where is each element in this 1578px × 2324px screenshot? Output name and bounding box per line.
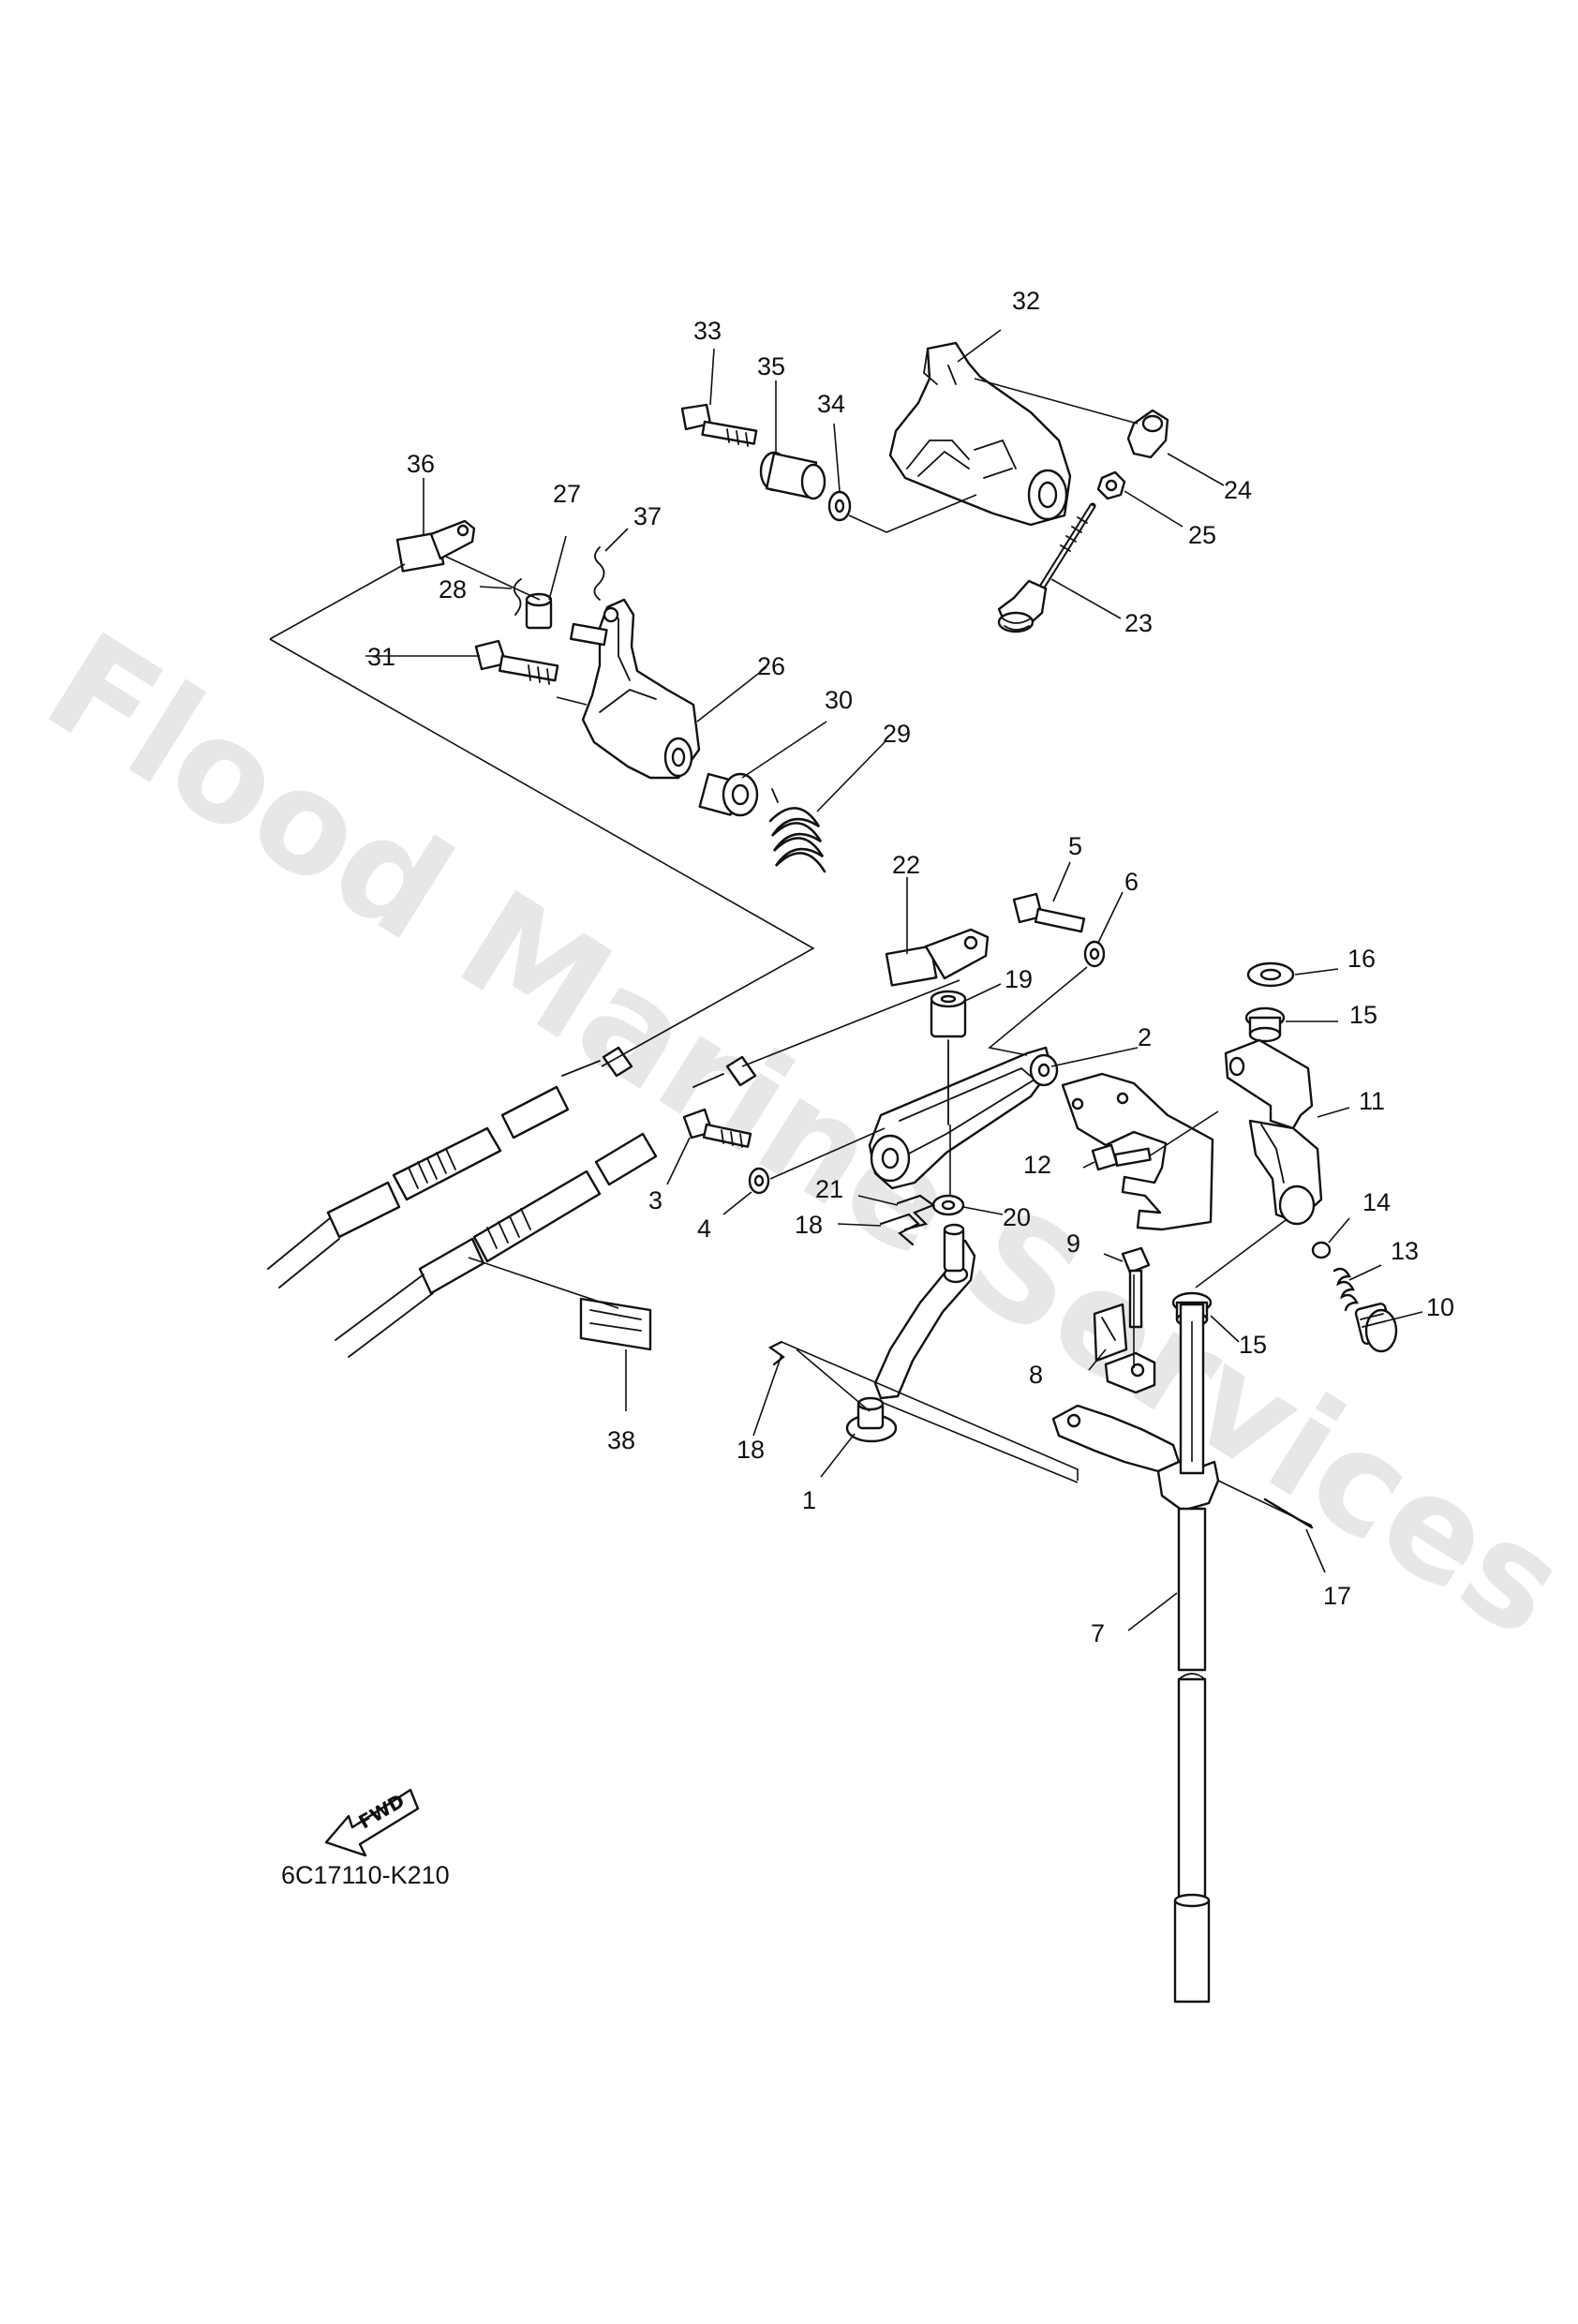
leader-lines bbox=[269, 329, 1423, 1631]
callout-11: 11 bbox=[1359, 1087, 1385, 1115]
cable-upper bbox=[267, 1046, 633, 1289]
callout-36: 36 bbox=[407, 450, 435, 478]
part-15a-grommet bbox=[1244, 1006, 1286, 1043]
part-31-bolt bbox=[474, 639, 559, 685]
part-13-spring bbox=[1332, 1267, 1359, 1312]
part-26-lever bbox=[570, 598, 701, 780]
callout-20: 20 bbox=[1003, 1203, 1031, 1231]
part-6-washer bbox=[1083, 940, 1106, 968]
part-24-link-joint bbox=[1126, 409, 1169, 459]
callout-32: 32 bbox=[1012, 287, 1040, 315]
part-12-screw bbox=[1091, 1143, 1152, 1171]
callout-28: 28 bbox=[439, 575, 467, 603]
callout-22: 22 bbox=[892, 851, 920, 879]
callout-2: 2 bbox=[1138, 1023, 1152, 1051]
watermark-text: Flood Marine Services bbox=[20, 603, 1578, 1669]
callout-17: 17 bbox=[1323, 1582, 1351, 1610]
callout-16: 16 bbox=[1347, 945, 1376, 973]
callout-3: 3 bbox=[648, 1186, 662, 1214]
callout-14: 14 bbox=[1362, 1188, 1391, 1216]
callout-35: 35 bbox=[757, 352, 785, 380]
part-37-clip bbox=[593, 546, 605, 601]
part-9-bolt bbox=[1121, 1246, 1151, 1329]
callout-34: 34 bbox=[817, 390, 845, 418]
part-16-washer bbox=[1246, 961, 1295, 988]
part-3-bolt bbox=[682, 1108, 752, 1148]
callout-26: 26 bbox=[757, 652, 785, 680]
callout-23: 23 bbox=[1124, 609, 1153, 637]
part-33-bolt bbox=[680, 403, 758, 447]
callout-8: 8 bbox=[1029, 1361, 1043, 1389]
part-1-shift-arm bbox=[845, 1223, 976, 1443]
part-25-nut bbox=[1096, 470, 1126, 500]
callout-33: 33 bbox=[693, 317, 722, 345]
part-22-cable-joint bbox=[885, 928, 990, 987]
part-18b-clip bbox=[767, 1340, 785, 1366]
part-17-pin bbox=[1263, 1497, 1314, 1529]
callout-25: 25 bbox=[1188, 521, 1216, 549]
callout-7: 7 bbox=[1091, 1619, 1105, 1647]
part-29-spring bbox=[768, 788, 826, 873]
part-38-label-plate bbox=[579, 1297, 652, 1351]
callout-12: 12 bbox=[1023, 1151, 1051, 1179]
part-34-washer bbox=[827, 490, 852, 522]
part-36-cable-joint bbox=[395, 519, 476, 573]
part-10-knob bbox=[1354, 1303, 1398, 1353]
callout-24: 24 bbox=[1224, 476, 1252, 504]
callout-labels: 33 35 34 32 24 25 23 36 27 37 28 31 26 3… bbox=[367, 287, 1454, 1647]
callout-6: 6 bbox=[1124, 868, 1139, 896]
part-21-clip bbox=[896, 1194, 936, 1231]
cable-lower bbox=[335, 1055, 757, 1358]
part-35-collar bbox=[759, 451, 826, 500]
callout-18a: 18 bbox=[795, 1211, 823, 1239]
callout-30: 30 bbox=[825, 686, 853, 714]
callout-15b: 15 bbox=[1239, 1331, 1267, 1359]
part-2-shift-arm bbox=[868, 1039, 1059, 1190]
diagram-code: 6C17110-K210 bbox=[281, 1861, 450, 1889]
part-8-arm bbox=[1093, 1303, 1156, 1394]
callout-38: 38 bbox=[607, 1426, 635, 1454]
part-18a-clip bbox=[879, 1213, 920, 1246]
part-23-shift-rod bbox=[997, 502, 1096, 633]
callout-18b: 18 bbox=[737, 1436, 765, 1464]
callout-9: 9 bbox=[1066, 1229, 1080, 1258]
part-5-bolt bbox=[1012, 892, 1086, 933]
callout-4: 4 bbox=[697, 1214, 711, 1243]
part-14-ring bbox=[1311, 1241, 1332, 1259]
part-30-bushing bbox=[698, 772, 759, 817]
part-4-washer bbox=[748, 1167, 770, 1195]
callout-29: 29 bbox=[883, 720, 911, 748]
part-20-washer bbox=[931, 1194, 965, 1216]
callout-1: 1 bbox=[802, 1486, 816, 1514]
part-11-bracket bbox=[1224, 1038, 1323, 1226]
callout-15a: 15 bbox=[1349, 1001, 1377, 1029]
callout-37: 37 bbox=[633, 502, 662, 530]
callout-19: 19 bbox=[1005, 965, 1033, 993]
part-plate-bracket bbox=[1061, 1072, 1214, 1231]
part-19-collar bbox=[930, 990, 967, 1038]
fwd-arrow-icon: FWD bbox=[324, 1788, 420, 1857]
callout-5: 5 bbox=[1068, 832, 1082, 860]
callout-21: 21 bbox=[815, 1175, 843, 1203]
part-32-lever-bracket bbox=[888, 341, 1072, 527]
callout-10: 10 bbox=[1426, 1293, 1454, 1321]
callout-31: 31 bbox=[367, 643, 395, 671]
part-28-clip bbox=[513, 578, 522, 616]
callout-13: 13 bbox=[1391, 1237, 1419, 1265]
callout-27: 27 bbox=[553, 480, 581, 508]
